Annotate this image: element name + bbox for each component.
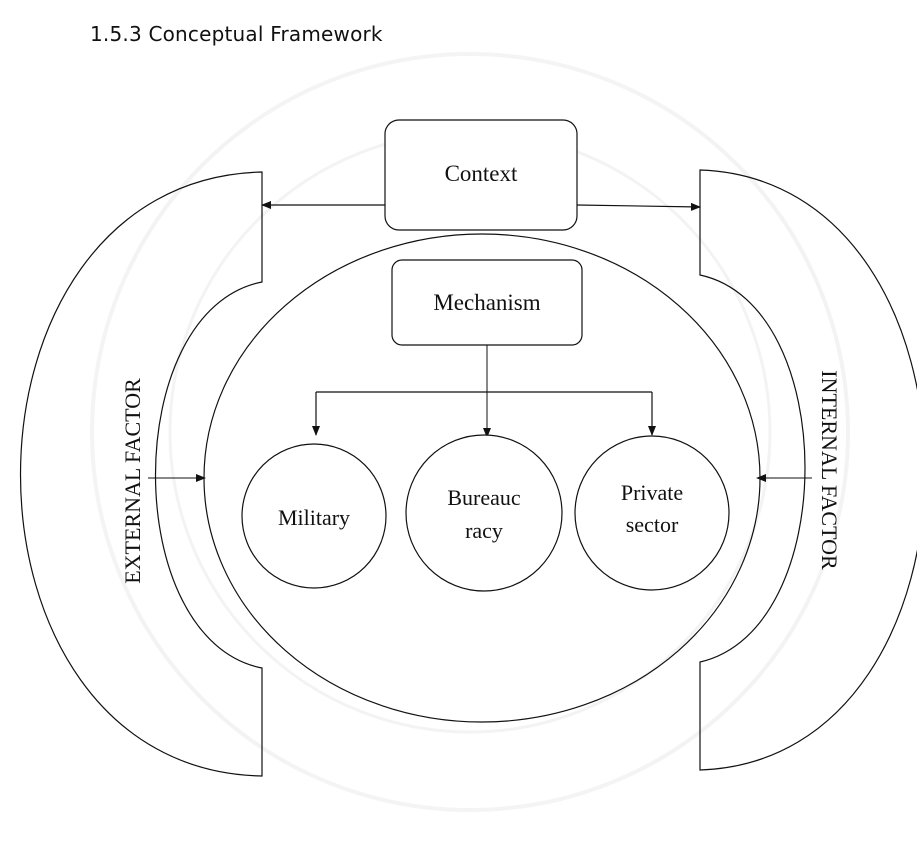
- mechanism-label: Mechanism: [433, 290, 540, 315]
- context-label: Context: [445, 161, 518, 186]
- section-heading: 1.5.3 Conceptual Framework: [90, 22, 383, 46]
- internal-factor-label: INTERNAL FACTOR: [817, 370, 842, 570]
- context-arrow-right: [576, 202, 701, 211]
- bureaucracy-label-line2: racy: [465, 518, 503, 543]
- military-label: Military: [278, 505, 350, 530]
- external-factor-label: EXTERNAL FACTOR: [120, 378, 145, 584]
- external-factor-bracket: [19, 171, 263, 777]
- internal-factor-bracket: [699, 169, 917, 771]
- private-sector-label-line1: Private: [621, 480, 683, 505]
- private-sector-label-line2: sector: [626, 512, 679, 537]
- bureaucracy-label-line1: Bureauc: [447, 485, 521, 510]
- bureaucracy-circle: [405, 434, 563, 592]
- military-circle: [241, 443, 387, 589]
- context-box: [384, 119, 578, 231]
- private-sector-circle: [574, 435, 730, 591]
